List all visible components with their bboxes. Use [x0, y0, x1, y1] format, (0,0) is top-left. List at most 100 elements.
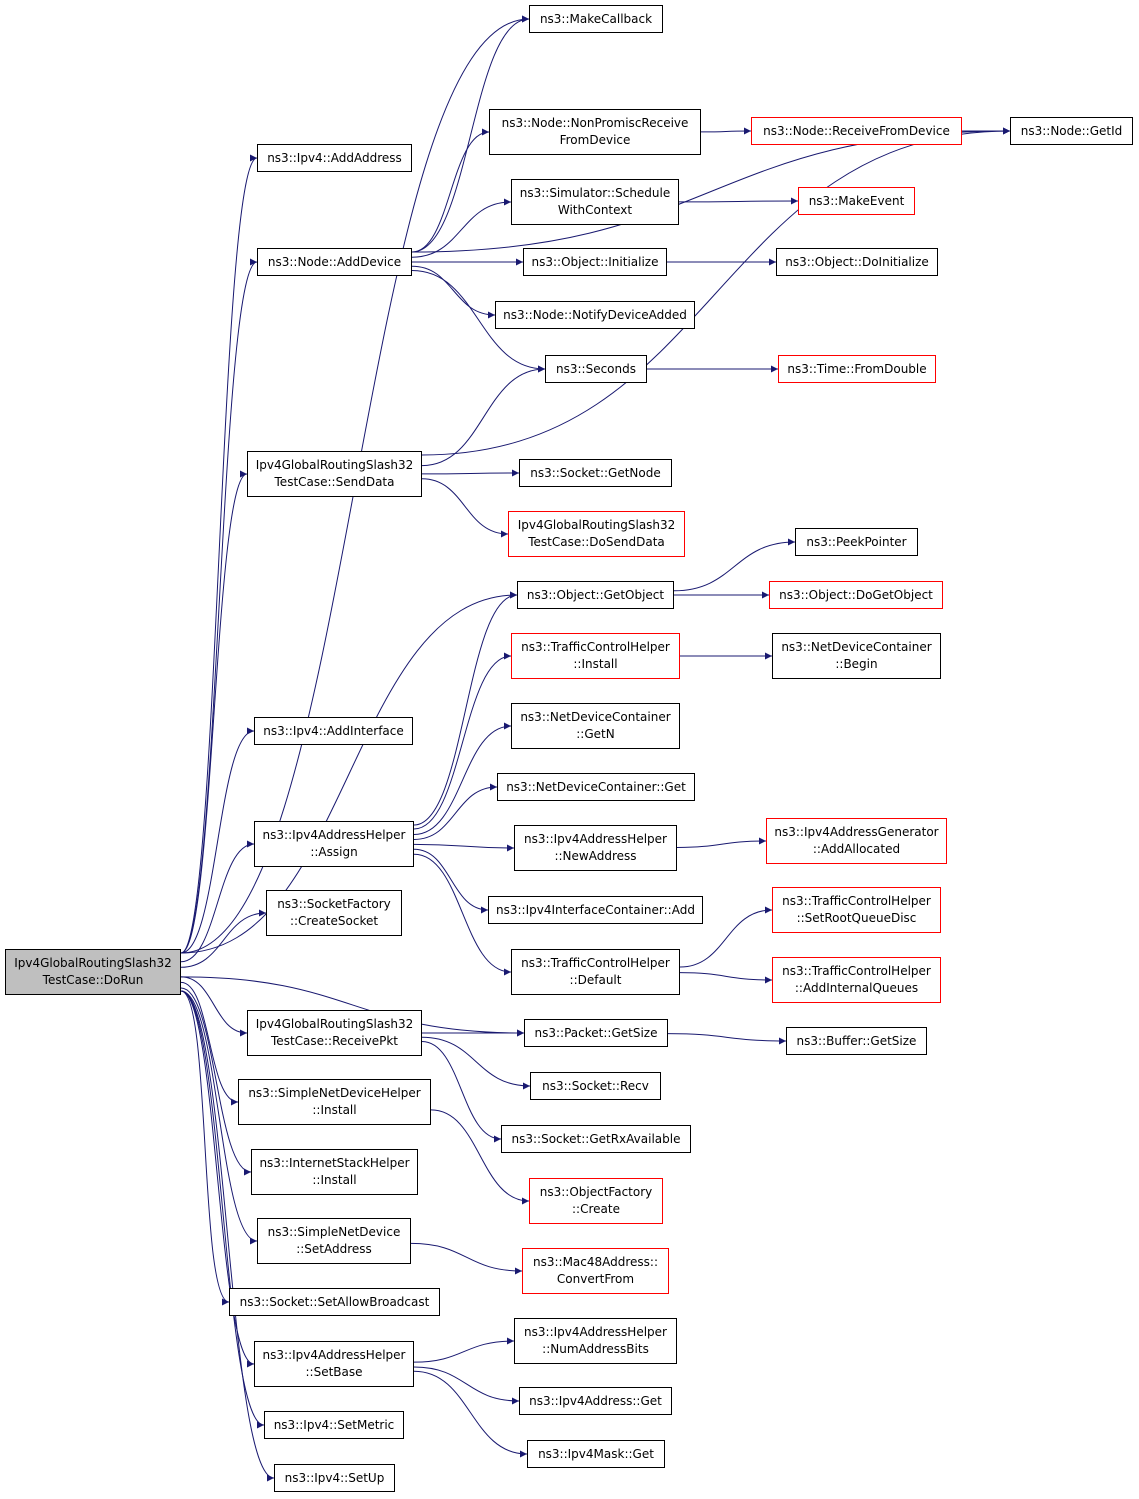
- edge-sendData-to-dosenddata: [421, 478, 509, 538]
- node-label-line: ns3::Ipv4InterfaceContainer::Add: [496, 902, 695, 917]
- node-objectfactory-create[interactable]: ns3::ObjectFactory::Create: [529, 1178, 663, 1224]
- node-addrhelper-assign[interactable]: ns3::Ipv4AddressHelper::Assign: [254, 821, 414, 867]
- node-label-line: ns3::MakeEvent: [808, 193, 905, 208]
- edge-dorun-to-ipv4-setup: [180, 990, 275, 1482]
- node-addrhelper-newaddress[interactable]: ns3::Ipv4AddressHelper::NewAddress: [514, 825, 677, 871]
- edge-dorun-to-addrhelper-setbase: [180, 990, 255, 1368]
- node-label-line: ns3::ObjectFactory: [539, 1185, 653, 1199]
- node-addrhelper-setbase[interactable]: ns3::Ipv4AddressHelper::SetBase: [254, 1341, 414, 1387]
- edge-dorun-to-simplenetdevice-setaddress: [180, 990, 258, 1245]
- node-buffer-getsize[interactable]: ns3::Buffer::GetSize: [786, 1027, 927, 1055]
- edge-addrhelper-assign-to-ifcontainer-add: [413, 848, 489, 914]
- edge-sendData-to-seconds: [421, 365, 546, 467]
- node-label-line: ns3::Node::AddDevice: [267, 254, 402, 269]
- node-label-line: ::GetN: [576, 727, 615, 741]
- node-label-line: ::Create: [572, 1202, 620, 1216]
- node-node-getid[interactable]: ns3::Node::GetId: [1010, 117, 1133, 145]
- node-label-line: ns3::Ipv4AddressGenerator: [774, 825, 939, 839]
- edge-addrhelper-setbase-to-ipv4mask-get: [413, 1370, 528, 1458]
- edge-dorun-to-sendData: [180, 470, 248, 954]
- node-label-line: ns3::Ipv4AddressHelper: [524, 1325, 667, 1339]
- node-ipv4-addaddress[interactable]: ns3::Ipv4::AddAddress: [257, 144, 412, 172]
- node-label-line: ns3::Seconds: [556, 361, 636, 376]
- edge-simulator-schedule-to-makeevent: [678, 197, 799, 205]
- node-ipv4-setup[interactable]: ns3::Ipv4::SetUp: [274, 1464, 395, 1492]
- node-label-line: ns3::Node::NotifyDeviceAdded: [503, 307, 687, 322]
- edge-object-getobject-to-peekpointer: [673, 538, 796, 592]
- node-label-line: ns3::Node::ReceiveFromDevice: [763, 123, 950, 138]
- edge-simplenetdevicehelper-install-to-objectfactory-create: [430, 1109, 530, 1205]
- node-time-fromdouble[interactable]: ns3::Time::FromDouble: [778, 355, 936, 383]
- node-simplenetdevice-setaddress[interactable]: ns3::SimpleNetDevice::SetAddress: [257, 1218, 411, 1264]
- node-addrgen-addallocated[interactable]: ns3::Ipv4AddressGenerator::AddAllocated: [766, 818, 947, 864]
- node-ndc-begin[interactable]: ns3::NetDeviceContainer::Begin: [772, 633, 941, 679]
- node-socketfactory-create[interactable]: ns3::SocketFactory::CreateSocket: [266, 890, 402, 936]
- node-peekpointer[interactable]: ns3::PeekPointer: [795, 528, 918, 556]
- edge-addrhelper-setbase-to-addrhelper-numaddressbits: [413, 1337, 515, 1363]
- node-simplenetdevicehelper-install[interactable]: ns3::SimpleNetDeviceHelper::Install: [238, 1079, 431, 1125]
- edge-nonpromisc-to-node-receivefromdevice: [700, 127, 752, 135]
- node-label-line: ns3::Object::Initialize: [531, 254, 659, 269]
- node-makeevent[interactable]: ns3::MakeEvent: [798, 187, 915, 215]
- node-label-line: ConvertFrom: [556, 1272, 635, 1286]
- node-tch-setrootqueuedisc[interactable]: ns3::TrafficControlHelper::SetRootQueueD…: [772, 887, 941, 933]
- node-ifcontainer-add[interactable]: ns3::Ipv4InterfaceContainer::Add: [488, 896, 703, 924]
- node-label-line: ns3::SocketFactory: [277, 897, 391, 911]
- node-label-line: TestCase::DoRun: [42, 973, 144, 987]
- node-ndc-getn[interactable]: ns3::NetDeviceContainer::GetN: [511, 703, 680, 749]
- node-label-line: ns3::NetDeviceContainer::Get: [506, 779, 686, 794]
- edge-addrhelper-assign-to-ndc-get: [413, 783, 498, 840]
- edge-packet-getsize-to-buffer-getsize: [667, 1033, 787, 1045]
- node-addrhelper-numaddressbits[interactable]: ns3::Ipv4AddressHelper::NumAddressBits: [514, 1318, 677, 1364]
- node-tch-install[interactable]: ns3::TrafficControlHelper::Install: [511, 633, 680, 679]
- node-tch-default[interactable]: ns3::TrafficControlHelper::Default: [511, 949, 680, 995]
- node-object-doinitialize[interactable]: ns3::Object::DoInitialize: [776, 248, 938, 276]
- node-internetstack-install[interactable]: ns3::InternetStackHelper::Install: [251, 1149, 418, 1195]
- node-node-notifydeviceadded[interactable]: ns3::Node::NotifyDeviceAdded: [495, 301, 695, 329]
- node-label-line: ns3::TrafficControlHelper: [521, 956, 670, 970]
- node-socket-getrxavailable[interactable]: ns3::Socket::GetRxAvailable: [501, 1125, 691, 1153]
- node-ipv4-setmetric[interactable]: ns3::Ipv4::SetMetric: [264, 1411, 404, 1439]
- edge-dorun-to-addrhelper-assign: [180, 840, 255, 963]
- node-ipv4-addinterface[interactable]: ns3::Ipv4::AddInterface: [254, 717, 413, 745]
- node-label-line: Ipv4GlobalRoutingSlash32: [255, 458, 414, 472]
- node-node-adddevice[interactable]: ns3::Node::AddDevice: [257, 248, 412, 276]
- node-ndc-get[interactable]: ns3::NetDeviceContainer::Get: [497, 773, 695, 801]
- node-label-line: ns3::Ipv4::AddInterface: [263, 723, 404, 738]
- node-label-line: ns3::Ipv4AddressHelper: [262, 1348, 406, 1362]
- edge-dorun-to-socket-setallowbroadcast: [180, 990, 230, 1306]
- node-object-initialize[interactable]: ns3::Object::Initialize: [523, 248, 667, 276]
- node-packet-getsize[interactable]: ns3::Packet::GetSize: [524, 1019, 668, 1047]
- node-label-line: Ipv4GlobalRoutingSlash32: [255, 1017, 414, 1031]
- node-mac48-convertfrom[interactable]: ns3::Mac48Address::ConvertFrom: [522, 1248, 669, 1294]
- node-node-receivefromdevice[interactable]: ns3::Node::ReceiveFromDevice: [751, 117, 962, 145]
- node-label-line: TestCase::ReceivePkt: [271, 1034, 398, 1048]
- node-makecallback[interactable]: ns3::MakeCallback: [529, 5, 663, 33]
- node-seconds[interactable]: ns3::Seconds: [545, 355, 647, 383]
- node-socket-getnode[interactable]: ns3::Socket::GetNode: [519, 459, 672, 487]
- node-tch-addinternalqueues[interactable]: ns3::TrafficControlHelper::AddInternalQu…: [772, 957, 941, 1003]
- node-ipv4mask-get[interactable]: ns3::Ipv4Mask::Get: [527, 1440, 665, 1468]
- node-object-getobject[interactable]: ns3::Object::GetObject: [517, 581, 674, 609]
- node-label-line: ::Default: [569, 973, 622, 987]
- node-ipv4address-get[interactable]: ns3::Ipv4Address::Get: [519, 1387, 672, 1415]
- node-socket-recv[interactable]: ns3::Socket::Recv: [530, 1072, 661, 1100]
- edge-dorun-to-node-adddevice: [180, 258, 258, 954]
- node-label-line: ::SetBase: [305, 1365, 363, 1379]
- node-object-dogetobject[interactable]: ns3::Object::DoGetObject: [769, 581, 943, 609]
- edge-dorun-to-packet-getsize: [180, 976, 525, 1037]
- edge-receivepkt-to-socket-getrxavailable: [421, 1040, 502, 1143]
- edge-dorun-to-simplenetdevicehelper-install: [180, 981, 239, 1106]
- edge-addrhelper-setbase-to-ipv4address-get: [413, 1366, 520, 1405]
- node-label-line: ns3::TrafficControlHelper: [782, 894, 931, 908]
- node-label-line: WithContext: [557, 203, 633, 217]
- node-label-line: ::CreateSocket: [289, 914, 379, 928]
- node-socket-setallowbroadcast[interactable]: ns3::Socket::SetAllowBroadcast: [229, 1288, 440, 1316]
